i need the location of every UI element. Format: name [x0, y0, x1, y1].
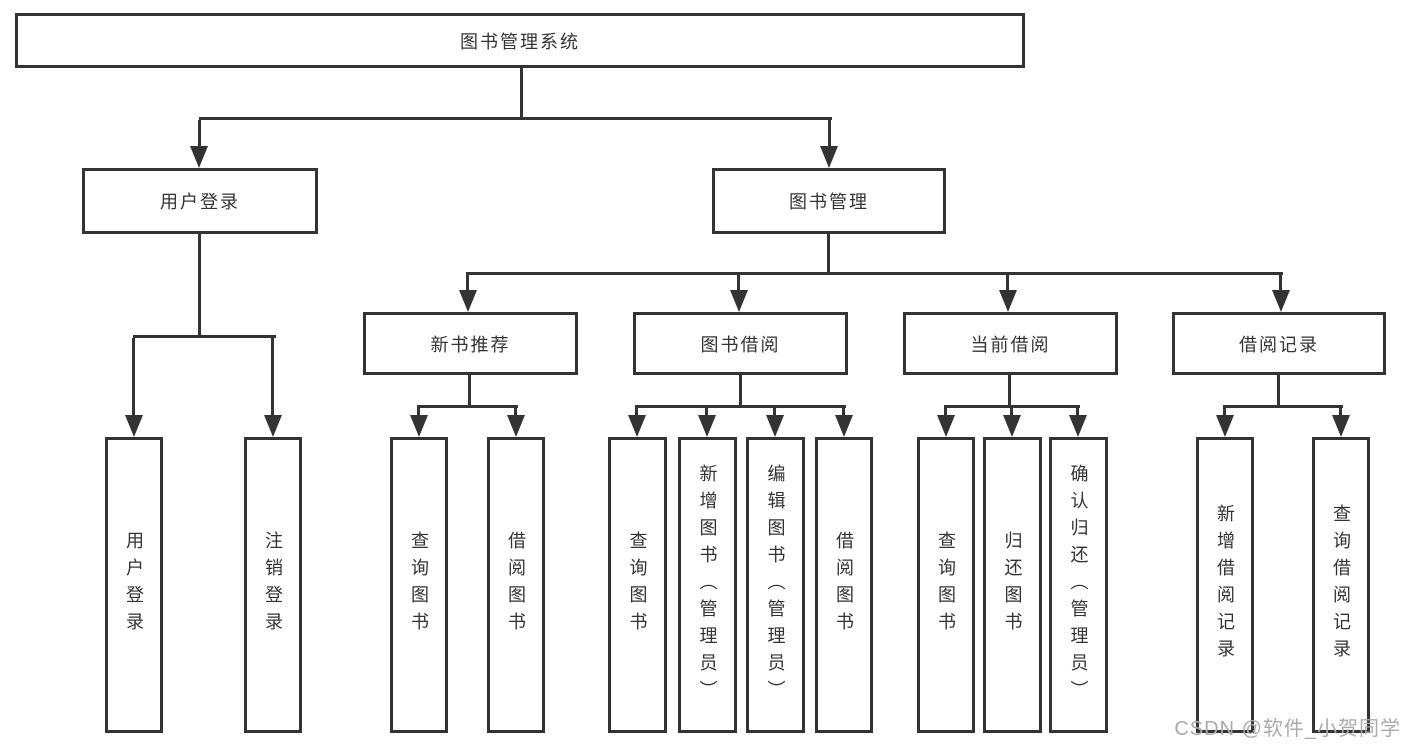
arrowhead-icon	[264, 415, 282, 437]
connector-line	[705, 408, 708, 415]
leaf-confirm-return-admin-label: 确认归还（管理员）	[1068, 463, 1089, 707]
arrowhead-icon	[1003, 415, 1021, 437]
arrowhead-icon	[410, 415, 428, 437]
node-current-borrowing: 当前借阅	[903, 312, 1118, 375]
leaf-edit-books-admin: 编辑图书（管理员）	[746, 437, 805, 733]
node-user-login: 用户登录	[82, 168, 318, 234]
connector-line	[944, 408, 947, 415]
leaf-query-books-borrowing-label: 查询图书	[627, 531, 648, 639]
arrowhead-icon	[1069, 415, 1087, 437]
arrowhead-icon	[937, 415, 955, 437]
connector-line	[737, 275, 740, 290]
node-book-management: 图书管理	[712, 168, 946, 234]
leaf-logout: 注销登录	[244, 437, 302, 733]
connector-line	[417, 405, 518, 408]
connector-line	[133, 335, 276, 338]
leaf-add-books-admin: 新增图书（管理员）	[678, 437, 737, 733]
connector-line	[1010, 408, 1013, 415]
arrowhead-icon	[125, 415, 143, 437]
arrowhead-icon	[766, 415, 784, 437]
watermark: CSDN @软件_小贺同学	[1174, 718, 1401, 740]
leaf-query-books-current: 查询图书	[917, 437, 975, 733]
connector-line	[635, 405, 846, 408]
node-root: 图书管理系统	[15, 13, 1025, 68]
leaf-user-login: 用户登录	[105, 437, 163, 733]
leaf-add-borrow-record-label: 新增借阅记录	[1215, 504, 1235, 666]
arrowhead-icon	[820, 146, 838, 168]
connector-line	[132, 338, 135, 415]
node-new-book-recommend-label: 新书推荐	[430, 334, 511, 355]
connector-line	[520, 68, 523, 120]
connector-line	[1279, 275, 1282, 290]
arrowhead-icon	[628, 415, 646, 437]
connector-line	[271, 338, 274, 415]
connector-line	[514, 408, 517, 415]
leaf-query-borrow-record: 查询借阅记录	[1312, 437, 1370, 733]
leaf-user-login-label: 用户登录	[124, 531, 144, 639]
leaf-query-books-recommend-label: 查询图书	[409, 531, 429, 639]
connector-line	[198, 120, 201, 146]
connector-line	[466, 272, 1283, 275]
arrowhead-icon	[1332, 415, 1350, 437]
arrowhead-icon	[835, 415, 853, 437]
connector-line	[1076, 408, 1079, 415]
leaf-query-books-borrowing: 查询图书	[608, 437, 667, 733]
arrowhead-icon	[190, 146, 208, 168]
connector-line	[1006, 275, 1009, 290]
node-book-borrowing-label: 图书借阅	[700, 334, 781, 355]
leaf-borrow-books-recommend-label: 借阅图书	[506, 531, 526, 639]
connector-line	[827, 234, 830, 272]
arrowhead-icon	[459, 290, 477, 312]
leaf-confirm-return-admin: 确认归还（管理员）	[1049, 437, 1108, 733]
connector-line	[417, 408, 420, 415]
leaf-query-books-current-label: 查询图书	[936, 531, 956, 639]
leaf-query-borrow-record-label: 查询借阅记录	[1331, 504, 1351, 666]
connector-line	[828, 120, 831, 146]
connector-line	[842, 408, 845, 415]
node-user-login-label: 用户登录	[160, 192, 240, 212]
node-root-label: 图书管理系统	[460, 31, 580, 52]
connector-line	[198, 234, 201, 338]
connector-line	[739, 375, 742, 405]
arrowhead-icon	[698, 415, 716, 437]
leaf-edit-books-admin-label: 编辑图书（管理员）	[765, 463, 786, 707]
node-new-book-recommend: 新书推荐	[363, 312, 578, 375]
connector-line	[635, 408, 638, 415]
leaf-borrow-books-borrowing: 借阅图书	[815, 437, 873, 733]
connector-line	[1339, 408, 1342, 415]
leaf-borrow-books-borrowing-label: 借阅图书	[834, 531, 854, 639]
arrowhead-icon	[1216, 415, 1234, 437]
connector-line	[944, 405, 1080, 408]
node-book-management-label: 图书管理	[789, 192, 869, 212]
connector-line	[199, 117, 832, 120]
node-borrowing-records-label: 借阅记录	[1239, 334, 1319, 355]
leaf-add-borrow-record: 新增借阅记录	[1196, 437, 1254, 733]
leaf-borrow-books-recommend: 借阅图书	[487, 437, 545, 733]
node-current-borrowing-label: 当前借阅	[970, 334, 1051, 355]
leaf-return-books-label: 归还图书	[1002, 531, 1023, 639]
connector-line	[1277, 375, 1280, 406]
arrowhead-icon	[1272, 290, 1290, 312]
connector-line	[1223, 405, 1343, 408]
connector-line	[1223, 408, 1226, 415]
arrowhead-icon	[507, 415, 525, 437]
connector-line	[468, 375, 471, 405]
connector-line	[773, 408, 776, 415]
leaf-add-books-admin-label: 新增图书（管理员）	[697, 463, 718, 707]
connector-line	[466, 275, 469, 290]
node-book-borrowing: 图书借阅	[633, 312, 848, 375]
leaf-logout-label: 注销登录	[263, 531, 283, 639]
arrowhead-icon	[730, 290, 748, 312]
connector-line	[1008, 375, 1011, 405]
leaf-return-books: 归还图书	[983, 437, 1042, 733]
leaf-query-books-recommend: 查询图书	[390, 437, 448, 733]
node-borrowing-records: 借阅记录	[1172, 312, 1386, 375]
arrowhead-icon	[999, 290, 1017, 312]
